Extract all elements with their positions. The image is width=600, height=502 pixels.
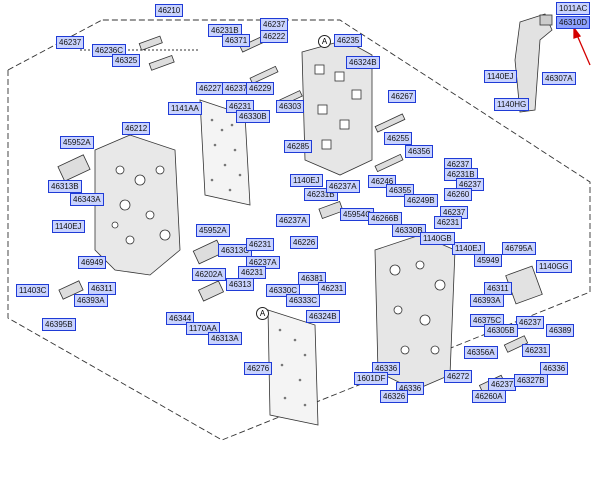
part-label[interactable]: 46356A (464, 346, 498, 359)
part-label[interactable]: 46330C (266, 284, 301, 297)
part-label[interactable]: 46313A (208, 332, 242, 345)
part-label[interactable]: 46231 (318, 282, 347, 295)
part-label[interactable]: 46272 (444, 370, 473, 383)
part-label[interactable]: 1140EJ (484, 70, 517, 83)
part-label[interactable]: 46285 (284, 140, 313, 153)
part-label[interactable]: 46237 (440, 206, 469, 219)
part-label[interactable]: 46276 (244, 362, 273, 375)
part-label[interactable]: 1601DF (354, 372, 389, 385)
part-label[interactable]: 45949 (474, 254, 503, 267)
part-label[interactable]: 46267 (388, 90, 417, 103)
part-label[interactable]: 46325 (112, 54, 141, 67)
top-valve-body (301, 39, 373, 176)
part-label[interactable]: 46212 (122, 122, 151, 135)
part-label[interactable]: 46949 (78, 256, 107, 269)
part-label[interactable]: 11403C (16, 284, 50, 297)
red-pointer-arrow (573, 26, 591, 66)
part-label[interactable]: 1141AA (168, 102, 202, 115)
part-label[interactable]: 46333C (286, 294, 321, 307)
part-label-highlighted[interactable]: 46310D (556, 16, 591, 29)
part-label[interactable]: 1011AC (556, 2, 591, 15)
part-label[interactable]: 46336 (540, 362, 569, 375)
part-label[interactable]: 46393A (470, 294, 504, 307)
separator-plate-2 (267, 309, 319, 426)
reference-marker-a: A (318, 35, 331, 48)
upper-valve-body (94, 134, 181, 276)
part-label[interactable]: 46355 (386, 184, 415, 197)
part-label[interactable]: 45952A (196, 224, 230, 237)
part-label[interactable]: 46343A (70, 193, 104, 206)
part-label[interactable]: 46249B (404, 194, 438, 207)
part-label[interactable]: 46237 (56, 36, 85, 49)
part-label[interactable]: 46231 (522, 344, 551, 357)
part-label[interactable]: 46389 (546, 324, 575, 337)
solenoid-bracket (505, 13, 553, 305)
part-label[interactable]: 46255 (384, 132, 413, 145)
part-label[interactable]: 46330B (392, 224, 426, 237)
part-label[interactable]: 46324B (306, 310, 340, 323)
part-label[interactable]: 46324B (346, 56, 380, 69)
part-label[interactable]: 46237 (516, 316, 545, 329)
part-label[interactable]: 46202A (192, 268, 226, 281)
part-label[interactable]: 46260A (472, 390, 506, 403)
part-label[interactable]: 46313B (48, 180, 82, 193)
part-label[interactable]: 46210 (155, 4, 184, 17)
part-label[interactable]: 46307A (542, 72, 576, 85)
part-label[interactable]: 46226 (290, 236, 319, 249)
part-label[interactable]: 1140GB (420, 232, 455, 245)
part-label[interactable]: 46330B (236, 110, 270, 123)
part-label[interactable]: 46227 (196, 82, 225, 95)
part-label[interactable]: 1170AA (186, 322, 220, 335)
part-label[interactable]: 1140EJ (290, 174, 323, 187)
part-label[interactable]: 46303 (276, 100, 305, 113)
part-label[interactable]: 46229 (246, 82, 275, 95)
part-label[interactable]: 46260 (444, 188, 473, 201)
part-label[interactable]: 46326 (380, 390, 409, 403)
part-label[interactable]: 46237A (276, 214, 310, 227)
part-label[interactable]: 46305B (484, 324, 518, 337)
part-label[interactable]: 46795A (502, 242, 536, 255)
part-label[interactable]: 46395B (42, 318, 76, 331)
part-label[interactable]: 46222 (260, 30, 289, 43)
part-label[interactable]: 46236C (92, 44, 127, 57)
part-label[interactable]: 46344 (166, 312, 195, 325)
part-label[interactable]: 46393A (74, 294, 108, 307)
part-label[interactable]: 46231 (434, 216, 463, 229)
part-label[interactable]: 46356 (405, 145, 434, 158)
part-label[interactable]: 46231 (246, 238, 275, 251)
part-label[interactable]: 46266B (368, 212, 402, 225)
reference-marker-a: A (256, 307, 269, 320)
part-label[interactable]: 1140EJ (52, 220, 85, 233)
part-label[interactable]: 46235 (334, 34, 363, 47)
part-label[interactable]: 46237A (326, 180, 360, 193)
part-label[interactable]: 46371 (222, 34, 251, 47)
part-label[interactable]: 1140EJ (452, 242, 485, 255)
part-label[interactable]: 45952A (60, 136, 94, 149)
part-label[interactable]: 46381 (298, 272, 327, 285)
part-label[interactable]: 46313 (226, 278, 255, 291)
part-label[interactable]: 1140GG (536, 260, 572, 273)
part-label[interactable]: 46327B (514, 374, 548, 387)
part-label[interactable]: 1140HG (494, 98, 530, 111)
